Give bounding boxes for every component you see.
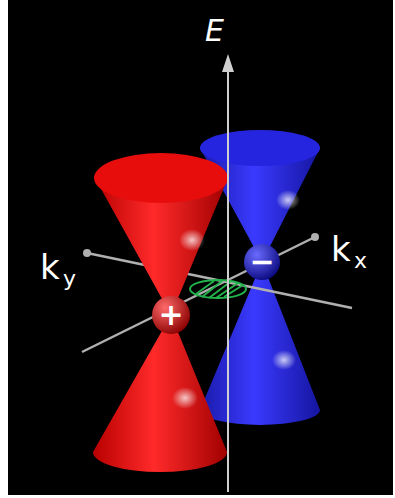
energy-axis bbox=[222, 54, 234, 492]
axis-subscript: y bbox=[63, 268, 76, 290]
red-cone bbox=[93, 153, 228, 472]
kx-axis-label: k bbox=[331, 232, 351, 266]
charge-sign: + bbox=[152, 296, 190, 334]
energy-axis-label: E bbox=[205, 16, 224, 46]
charge-sign: − bbox=[244, 244, 280, 280]
momentum-axes bbox=[82, 233, 352, 352]
weyl-point-sphere: − bbox=[244, 244, 280, 280]
weyl-point-sphere: + bbox=[152, 296, 190, 334]
fermi-arc-hatching bbox=[190, 280, 246, 298]
axis-subscript: x bbox=[354, 250, 367, 272]
background: +−Ekykx bbox=[8, 0, 393, 495]
ky-axis-label: k bbox=[40, 250, 60, 284]
